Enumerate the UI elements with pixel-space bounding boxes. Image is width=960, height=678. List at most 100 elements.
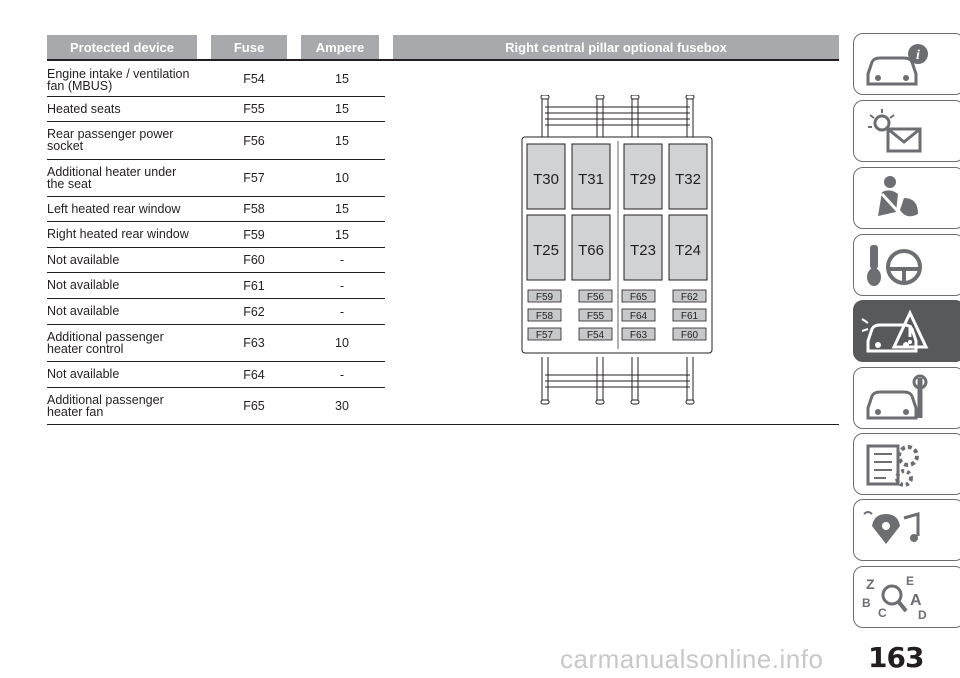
relay-box xyxy=(526,143,566,210)
fusebox-body xyxy=(521,136,713,354)
fuse-label: F58 xyxy=(536,311,554,322)
fuse-label: F62 xyxy=(681,292,699,303)
relay-label: T30 xyxy=(533,171,559,188)
relay-label: T31 xyxy=(578,171,604,188)
ampere-cell: - xyxy=(339,368,345,382)
protected-device-cell: Additional heater under the seat xyxy=(47,165,177,191)
chapter-tab[interactable] xyxy=(853,499,960,561)
ampere-cell: - xyxy=(339,279,345,293)
header-protected-device: Protected device xyxy=(47,35,197,59)
fuse-slot xyxy=(672,327,707,341)
fuse-label: F64 xyxy=(630,311,648,322)
relay-label: T23 xyxy=(630,242,656,259)
protected-device-cell: Not available xyxy=(47,253,120,267)
relay-label: T66 xyxy=(578,242,604,259)
protected-device-cell: Not available xyxy=(47,304,120,318)
fuse-label: F63 xyxy=(630,330,648,341)
protected-device-cell: Not available xyxy=(47,367,120,381)
warning-lights-message-icon xyxy=(868,109,922,153)
relay-label: T29 xyxy=(630,171,656,188)
multimedia-icon xyxy=(863,511,920,544)
svg-text:i: i xyxy=(916,48,920,63)
fuse-cell: F54 xyxy=(243,72,265,86)
fuse-label: F61 xyxy=(681,311,699,322)
chapter-tab[interactable]: i xyxy=(853,33,960,95)
wire-top xyxy=(631,97,639,137)
relay-box xyxy=(623,214,663,281)
chapter-tab[interactable] xyxy=(853,433,960,495)
car-maintenance-icon xyxy=(866,374,928,420)
wire-bottom xyxy=(541,357,549,403)
header-rule xyxy=(47,59,839,61)
fuse-cell: F58 xyxy=(243,202,265,216)
chapter-tab[interactable] xyxy=(853,167,960,229)
protected-device-cell: Engine intake / ventilation fan (MBUS) xyxy=(47,67,190,93)
relay-label: T32 xyxy=(675,171,701,188)
chapter-tab[interactable] xyxy=(853,234,960,296)
relay-box xyxy=(668,143,708,210)
svg-text:B: B xyxy=(862,596,871,610)
header-fusebox-title: Right central pillar optional fusebox xyxy=(393,35,839,59)
fuse-cell: F57 xyxy=(243,171,265,185)
relay-box xyxy=(526,214,566,281)
chapter-tab[interactable] xyxy=(853,300,960,362)
wire-bottom xyxy=(596,357,604,403)
wire-bottom xyxy=(686,357,694,403)
header-fuse: Fuse xyxy=(211,35,287,59)
relay-label: T25 xyxy=(533,242,559,259)
wire-top xyxy=(596,97,604,137)
svg-text:C: C xyxy=(878,606,887,620)
relay-box xyxy=(623,143,663,210)
key-steering-wheel-icon xyxy=(867,245,922,286)
fuse-slot xyxy=(527,308,562,322)
relay-box xyxy=(571,143,611,210)
relay-box xyxy=(668,214,708,281)
fuse-slot xyxy=(621,327,656,341)
svg-text:A: A xyxy=(910,592,922,609)
ampere-cell: 15 xyxy=(335,102,349,116)
fuse-cell: F65 xyxy=(243,399,265,413)
protected-device-cell: Rear passenger power socket xyxy=(47,127,174,153)
fuse-label: F54 xyxy=(587,330,605,341)
fuse-cell: F56 xyxy=(243,134,265,148)
fuse-cell: F59 xyxy=(243,228,265,242)
protected-device-cell: Right heated rear window xyxy=(47,227,189,241)
fuse-label: F59 xyxy=(536,292,554,303)
protected-device-cell: Not available xyxy=(47,278,120,292)
fuse-slot xyxy=(621,308,656,322)
fuse-label: F60 xyxy=(681,330,699,341)
ampere-cell: 10 xyxy=(335,171,349,185)
ampere-cell: 15 xyxy=(335,202,349,216)
fuse-slot xyxy=(578,289,613,303)
wire-top xyxy=(686,97,694,137)
svg-text:E: E xyxy=(906,574,914,588)
relay-label: T24 xyxy=(675,242,701,259)
svg-text:D: D xyxy=(918,608,927,622)
fuse-cell: F55 xyxy=(243,102,265,116)
table-row: Engine intake / ventilation fan (MBUS) F5… xyxy=(47,62,385,97)
ampere-cell: - xyxy=(339,253,345,267)
table-row: Additional heater under the seat F57 10 xyxy=(47,160,385,197)
seatbelt-airbag-icon xyxy=(878,176,918,218)
fuse-label: F65 xyxy=(630,292,648,303)
car-info-icon: i xyxy=(866,44,928,86)
protected-device-cell: Additional passenger heater fan xyxy=(47,393,164,419)
fuse-slot xyxy=(621,289,656,303)
wire-top xyxy=(541,97,549,137)
ampere-cell: 15 xyxy=(335,72,349,86)
chapter-tab[interactable] xyxy=(853,367,960,429)
chapter-tab[interactable] xyxy=(853,100,960,162)
fuse-label: F55 xyxy=(587,311,605,322)
fuse-slot xyxy=(578,327,613,341)
ampere-cell: 30 xyxy=(335,399,349,413)
fuse-slot xyxy=(527,289,562,303)
ampere-cell: 10 xyxy=(335,336,349,350)
